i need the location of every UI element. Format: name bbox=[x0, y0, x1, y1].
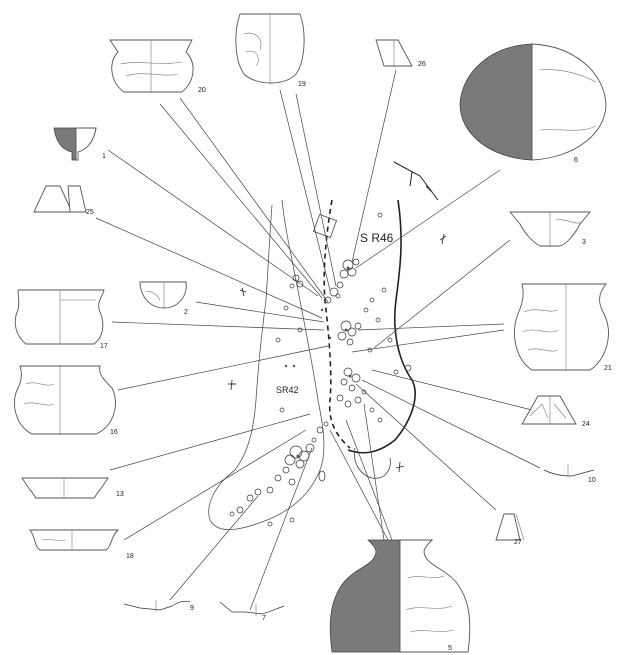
small-pit bbox=[318, 470, 326, 482]
vessel-number-5: 5 bbox=[448, 645, 452, 652]
vessel-2: 2 bbox=[139, 281, 188, 316]
vessel-3: 3 bbox=[509, 211, 591, 247]
vessel-number-24: 24 bbox=[582, 421, 590, 428]
vessel-10: 10 bbox=[543, 464, 596, 484]
vessel-number-21: 21 bbox=[604, 365, 612, 372]
vessel-24: 24 bbox=[521, 395, 590, 428]
vessel-number-19: 19 bbox=[298, 81, 306, 88]
vessel-13: 13 bbox=[21, 477, 124, 499]
feature-label-sr42: SR42 bbox=[276, 385, 299, 395]
vessel-number-27: 27 bbox=[514, 539, 522, 546]
vessel-number-7: 7 bbox=[262, 615, 266, 622]
vessel-number-25: 25 bbox=[86, 209, 94, 216]
feature-label-sr46: S R46 bbox=[360, 231, 394, 245]
survey-square bbox=[312, 213, 338, 239]
vessel-19: 19 bbox=[235, 13, 306, 88]
vessel-number-26: 26 bbox=[418, 61, 426, 68]
vessel-number-1: 1 bbox=[102, 153, 106, 160]
vessel-1: 1 bbox=[53, 127, 106, 161]
vessel-21: 21 bbox=[514, 283, 612, 372]
vessel-number-9: 9 bbox=[190, 605, 194, 612]
sr46-dashed-boundary bbox=[323, 199, 351, 449]
vessel-18: 18 bbox=[29, 529, 134, 560]
survey-mark-icon bbox=[439, 233, 447, 245]
vessel-number-10: 10 bbox=[588, 477, 596, 484]
vessel-number-2: 2 bbox=[184, 309, 188, 316]
north-arrow-icon bbox=[393, 161, 439, 201]
vessel-number-13: 13 bbox=[116, 491, 124, 498]
vessel-5: 5 bbox=[329, 539, 471, 653]
vessel-number-20: 20 bbox=[198, 87, 206, 94]
vessel-6: 6 bbox=[459, 43, 607, 164]
vessel-number-6: 6 bbox=[574, 157, 578, 164]
find-clusters bbox=[229, 212, 412, 527]
vessel-number-18: 18 bbox=[126, 553, 134, 560]
sr42-outline bbox=[208, 199, 325, 531]
sr46-solid-edge bbox=[347, 199, 416, 454]
survey-mark-icon bbox=[228, 379, 236, 391]
survey-mark-icon bbox=[395, 461, 405, 473]
vessel-number-16: 16 bbox=[110, 429, 118, 436]
vessel-20: 20 bbox=[109, 39, 206, 94]
vessel-number-17: 17 bbox=[100, 343, 108, 350]
leader-lines bbox=[95, 69, 541, 611]
site-plan: S R46 SR42 bbox=[208, 161, 447, 531]
vessel-16: 16 bbox=[14, 365, 118, 436]
vessel-9: 9 bbox=[123, 600, 194, 612]
vessel-number-3: 3 bbox=[582, 239, 586, 246]
vessel-26: 26 bbox=[375, 39, 426, 68]
survey-mark-icon bbox=[239, 287, 247, 297]
cut-loop bbox=[353, 447, 391, 479]
find-clusters-dense bbox=[284, 266, 352, 458]
vessel-27: 27 bbox=[495, 513, 525, 546]
vessel-17: 17 bbox=[14, 289, 108, 350]
vessel-7: 7 bbox=[219, 601, 285, 622]
vessel-25: 25 bbox=[33, 185, 94, 216]
